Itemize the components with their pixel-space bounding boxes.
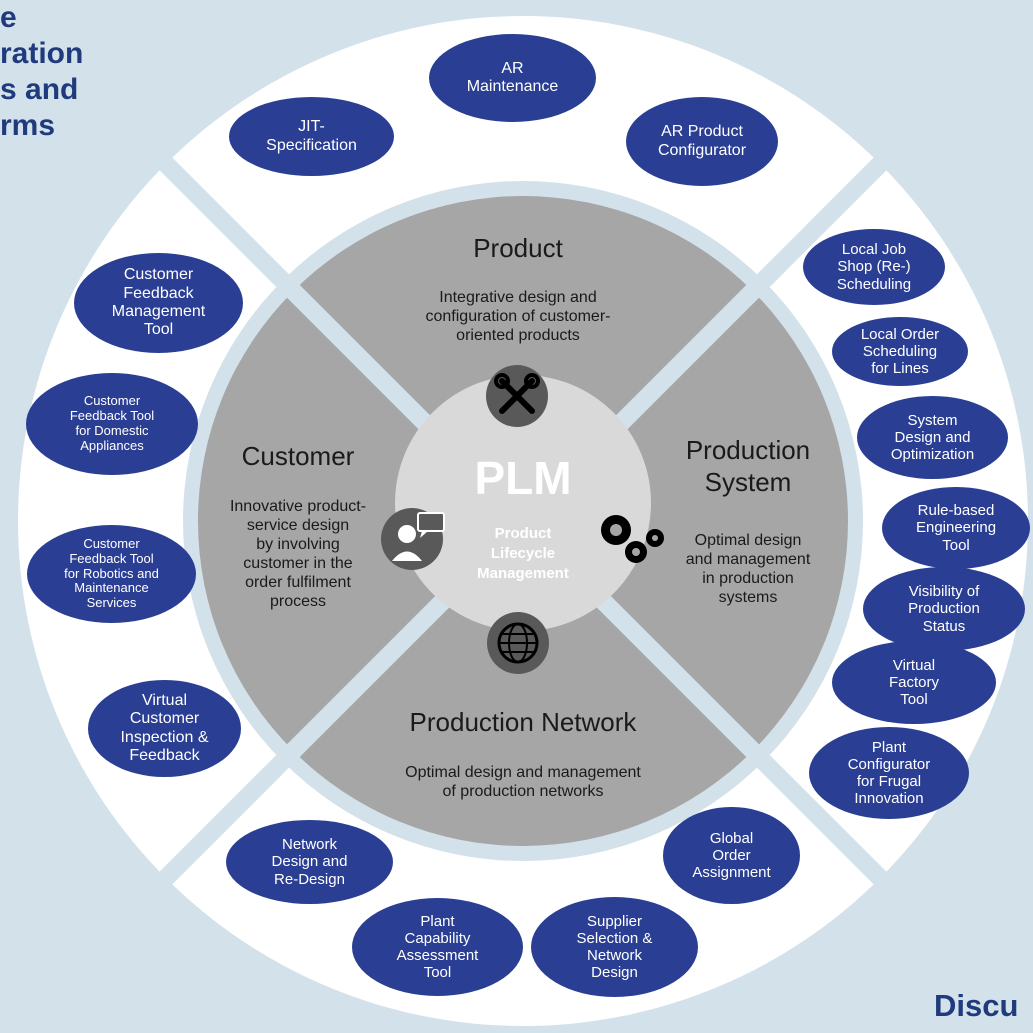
tool-virtual-factory[interactable]: Virtual Factory Tool bbox=[832, 641, 996, 724]
quadrant-description-customer: Innovative product- service design by in… bbox=[229, 498, 367, 610]
tool-plant-configurator-frugal[interactable]: Plant Configurator for Frugal Innovation bbox=[809, 727, 969, 819]
tool-rule-based-engineering[interactable]: Rule-based Engineering Tool bbox=[882, 487, 1030, 569]
quadrant-title-production-system: Production System bbox=[685, 435, 811, 497]
tool-local-order-scheduling-lines[interactable]: Local Order Scheduling for Lines bbox=[832, 317, 968, 386]
tool-ar-product-configurator[interactable]: AR Product Configurator bbox=[626, 97, 778, 186]
quadrant-title-production-network: Production Network bbox=[409, 707, 637, 737]
tool-plant-capability-assessment[interactable]: Plant Capability Assessment Tool bbox=[352, 898, 523, 996]
cropped-heading-text: e ration s and rms bbox=[0, 1, 84, 142]
tool-global-order-assignment[interactable]: Global Order Assignment bbox=[663, 807, 800, 904]
tool-customer-feedback-domestic[interactable]: Customer Feedback Tool for Domestic Appl… bbox=[26, 373, 198, 475]
quadrant-description-product: Integrative design and configuration of … bbox=[425, 289, 611, 344]
center-title: PLM bbox=[474, 452, 572, 504]
cropped-footer-text: Discu bbox=[934, 988, 1019, 1023]
quadrant-title-product: Product bbox=[473, 233, 563, 263]
tools-icon bbox=[486, 365, 548, 427]
center-subtitle: Product Lifecycle Management bbox=[477, 525, 569, 582]
tool-system-design-optimization[interactable]: System Design and Optimization bbox=[857, 396, 1008, 479]
tool-visibility-production-status[interactable]: Visibility of Production Status bbox=[863, 567, 1025, 651]
globe-icon bbox=[487, 612, 549, 674]
quadrant-title-customer: Customer bbox=[241, 441, 355, 471]
gears-icon bbox=[601, 515, 664, 563]
quadrant-description-production-system: Optimal design and management in product… bbox=[685, 532, 811, 606]
tool-virtual-customer-inspection[interactable]: Virtual Customer Inspection & Feedback bbox=[88, 680, 241, 777]
tool-customer-feedback-management[interactable]: Customer Feedback Management Tool bbox=[74, 253, 243, 353]
customer-chat-icon bbox=[381, 508, 445, 570]
tool-network-design-redesign[interactable]: Network Design and Re-Design bbox=[226, 820, 393, 904]
tool-supplier-selection-network-design[interactable]: Supplier Selection & Network Design bbox=[531, 897, 698, 997]
tool-jit-specification[interactable]: JIT- Specification bbox=[229, 97, 394, 176]
center-disk bbox=[395, 375, 651, 631]
tool-ar-maintenance[interactable]: AR Maintenance bbox=[429, 34, 596, 122]
quadrant-description-production-network: Optimal design and management of product… bbox=[405, 764, 641, 800]
tool-customer-feedback-robotics[interactable]: Customer Feedback Tool for Robotics and … bbox=[27, 525, 196, 623]
tool-local-job-shop-scheduling[interactable]: Local Job Shop (Re-) Scheduling bbox=[803, 229, 945, 305]
